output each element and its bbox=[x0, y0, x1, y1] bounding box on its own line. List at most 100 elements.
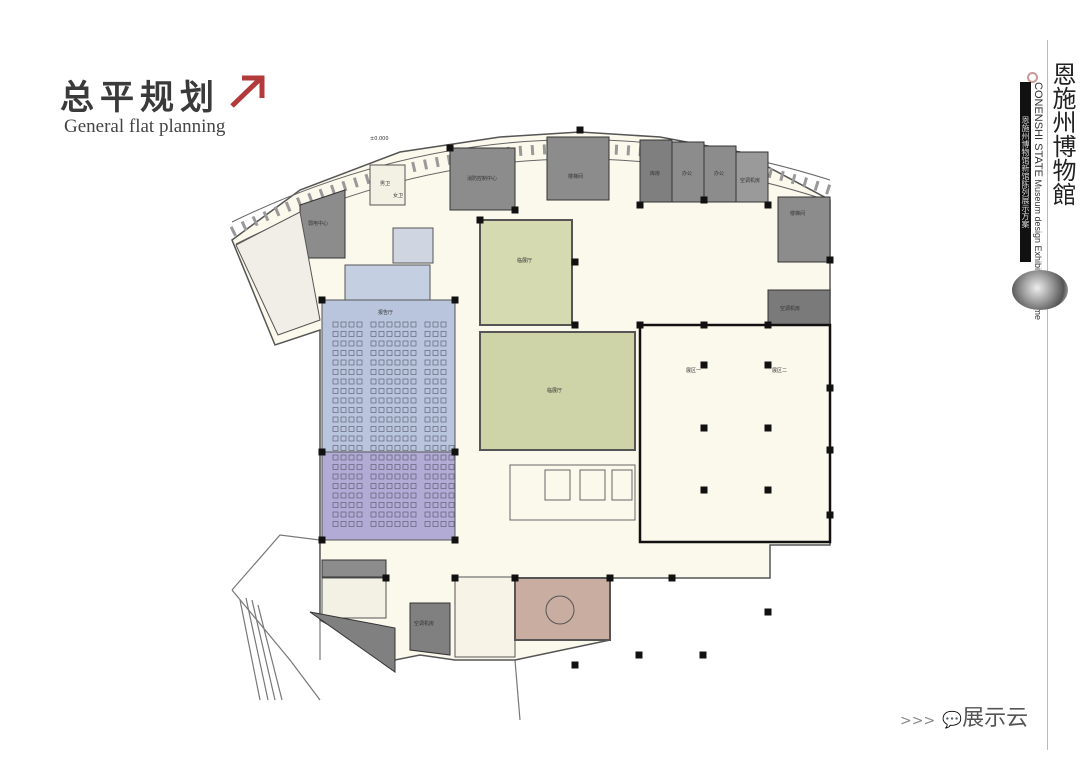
seat bbox=[356, 454, 363, 461]
seat bbox=[386, 464, 393, 470]
exhibition-hall-brown bbox=[514, 577, 611, 641]
seat bbox=[332, 331, 339, 337]
column bbox=[382, 574, 390, 582]
seat bbox=[410, 521, 417, 527]
seat bbox=[370, 340, 377, 347]
seat bbox=[348, 502, 355, 508]
seat bbox=[432, 502, 439, 508]
seat bbox=[348, 359, 355, 366]
seat bbox=[356, 397, 363, 404]
seat bbox=[432, 473, 439, 480]
seat bbox=[410, 369, 417, 375]
column bbox=[826, 384, 834, 392]
seat bbox=[402, 426, 409, 432]
circle-ornament-icon bbox=[1027, 72, 1038, 83]
seat bbox=[432, 331, 439, 337]
seat bbox=[410, 483, 417, 489]
seat bbox=[432, 359, 439, 366]
room-label: 空调机房 bbox=[740, 177, 760, 184]
column bbox=[636, 321, 644, 329]
seat bbox=[348, 321, 355, 328]
seat bbox=[332, 426, 339, 432]
seat bbox=[378, 321, 385, 328]
seat bbox=[340, 407, 347, 413]
seat bbox=[356, 331, 363, 337]
seat bbox=[348, 454, 355, 461]
seat bbox=[348, 464, 355, 470]
room-ac-right bbox=[767, 289, 831, 326]
seat bbox=[332, 321, 339, 328]
seat bbox=[378, 407, 385, 413]
seat bbox=[332, 502, 339, 508]
seat bbox=[394, 350, 401, 356]
seat bbox=[410, 378, 417, 385]
seat bbox=[386, 416, 393, 423]
seat bbox=[386, 350, 393, 356]
seat bbox=[356, 321, 363, 328]
column bbox=[318, 536, 326, 544]
seat bbox=[332, 435, 339, 442]
room-male-wc bbox=[369, 164, 406, 206]
seat bbox=[402, 378, 409, 385]
round-display bbox=[545, 595, 575, 625]
column bbox=[576, 126, 584, 134]
seat bbox=[348, 397, 355, 404]
column bbox=[451, 296, 459, 304]
seat bbox=[424, 502, 431, 508]
column bbox=[764, 486, 772, 494]
seat bbox=[440, 369, 447, 375]
room-label: 临展厅 bbox=[547, 387, 562, 394]
seat bbox=[440, 416, 447, 423]
seat bbox=[340, 521, 347, 527]
column bbox=[826, 256, 834, 264]
exhibition-hall-big bbox=[638, 323, 832, 544]
seat bbox=[348, 445, 355, 451]
room-ac-top bbox=[735, 151, 769, 203]
room-bottom-grey bbox=[309, 611, 396, 673]
room-fire-control bbox=[449, 147, 516, 211]
seat bbox=[402, 350, 409, 356]
room-label: 消防控制中心 bbox=[467, 175, 497, 182]
seat bbox=[440, 521, 447, 527]
seat bbox=[424, 464, 431, 470]
seat bbox=[394, 369, 401, 375]
seat bbox=[424, 416, 431, 423]
seat bbox=[332, 416, 339, 423]
column bbox=[764, 201, 772, 209]
seat bbox=[378, 445, 385, 451]
seat bbox=[410, 397, 417, 404]
seat bbox=[424, 331, 431, 337]
seat bbox=[378, 492, 385, 499]
seat bbox=[410, 416, 417, 423]
seat bbox=[440, 511, 447, 518]
seat bbox=[356, 502, 363, 508]
seat bbox=[332, 397, 339, 404]
seat bbox=[348, 426, 355, 432]
seat bbox=[370, 369, 377, 375]
seat bbox=[356, 464, 363, 470]
seat bbox=[348, 369, 355, 375]
seat bbox=[386, 511, 393, 518]
seat bbox=[402, 464, 409, 470]
seat bbox=[402, 473, 409, 480]
seat bbox=[348, 435, 355, 442]
column bbox=[571, 321, 579, 329]
seat bbox=[356, 521, 363, 527]
seat bbox=[340, 321, 347, 328]
stair-bottom-left bbox=[321, 559, 387, 578]
seat bbox=[370, 416, 377, 423]
room-label: 楼梯间 bbox=[568, 173, 583, 180]
watermark-chevrons: >>> bbox=[900, 713, 936, 729]
column bbox=[511, 574, 519, 582]
room-label: 空调机房 bbox=[414, 620, 434, 627]
seat bbox=[340, 369, 347, 375]
seat bbox=[448, 464, 455, 470]
seat bbox=[394, 359, 401, 366]
exhibition-hall-mid bbox=[479, 331, 636, 451]
seat bbox=[424, 492, 431, 499]
seat bbox=[448, 492, 455, 499]
seat bbox=[432, 464, 439, 470]
room-right-stair bbox=[777, 196, 831, 263]
exhibition-hall-small bbox=[479, 219, 573, 326]
seat bbox=[356, 340, 363, 347]
